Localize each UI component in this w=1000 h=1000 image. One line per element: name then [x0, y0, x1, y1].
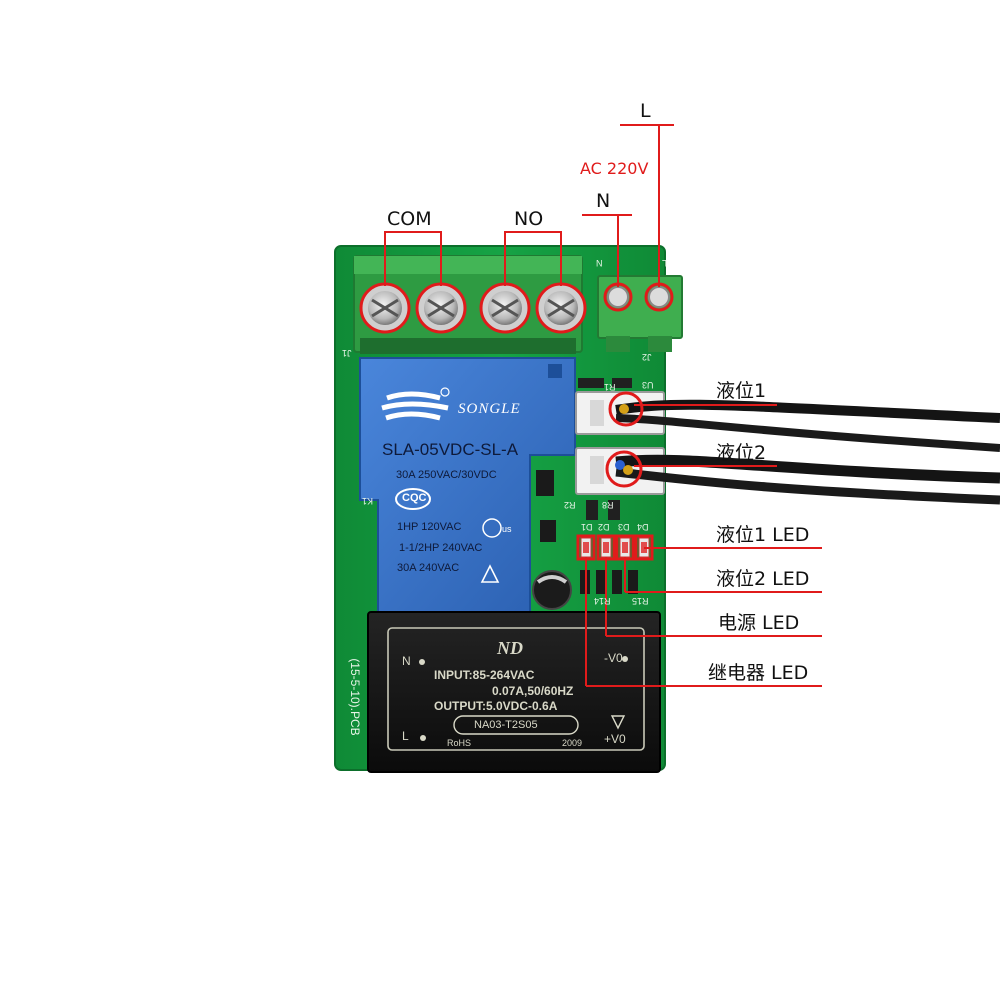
- relay-model: SLA-05VDC-SL-A: [382, 440, 519, 459]
- psu-current: 0.07A,50/60HZ: [492, 684, 574, 698]
- label-ac-voltage: AC 220V: [580, 159, 649, 178]
- psu-output: OUTPUT:5.0VDC-0.6A: [434, 699, 558, 713]
- terminal-hole-l: [648, 286, 670, 308]
- silk-r2: R2: [564, 500, 576, 510]
- relay-cert: CQC: [402, 492, 427, 504]
- silk-r1: R1: [604, 382, 616, 392]
- songle-logo-icon: [381, 387, 450, 421]
- psu-model: NA03-T2S05: [474, 719, 538, 731]
- led-d3: [619, 537, 631, 558]
- relay-line3: 30A 240VAC: [397, 562, 460, 574]
- annotation-circles: [359, 282, 674, 561]
- silk-u3: U3: [642, 380, 654, 390]
- capacitor: [532, 570, 572, 610]
- silk-k1: K1: [362, 496, 374, 506]
- label-relay-led: 继电器 LED: [708, 662, 809, 684]
- terminal-screw-1: [360, 283, 410, 333]
- silk-d4: D4: [637, 522, 649, 532]
- label-com: COM: [387, 208, 432, 230]
- psu-pin-vneg: -V0: [604, 651, 623, 665]
- screw-terminal-block: [353, 255, 586, 354]
- silk-r14: R14: [594, 596, 611, 606]
- level-connector-2: [575, 447, 1000, 505]
- terminal-screw-2: [416, 283, 466, 333]
- label-power-led: 电源 LED: [718, 612, 800, 634]
- safety-mark-icon: [610, 715, 626, 730]
- silk-r8: R8: [602, 500, 614, 510]
- led-d2: [600, 537, 612, 558]
- annotation-lines: [384, 124, 822, 687]
- silk-j2: J2: [642, 352, 652, 362]
- label-level1: 液位1: [716, 380, 767, 402]
- psu-input: INPUT:85-264VAC: [434, 668, 535, 682]
- relay-line1: 1HP 120VAC: [397, 521, 462, 533]
- silk-d1: D1: [581, 522, 593, 532]
- cqc-logo-icon: [395, 488, 431, 510]
- silk-r15: R15: [632, 596, 649, 606]
- warning-triangle-icon: [480, 564, 500, 583]
- terminal-hole-n: [607, 286, 629, 308]
- relay-line2: 1-1/2HP 240VAC: [399, 542, 483, 554]
- silk-d3: D3: [618, 522, 630, 532]
- led-d1: [580, 537, 592, 558]
- pcb-version: (15-5-10).PCB: [348, 658, 362, 736]
- silk-d2: D2: [598, 522, 610, 532]
- power-terminal: [597, 275, 683, 352]
- psu-pin-n: N: [402, 654, 411, 668]
- ul-logo-icon: [482, 518, 502, 538]
- label-level1-led: 液位1 LED: [716, 524, 810, 546]
- psu-year: 2009: [562, 738, 583, 748]
- psu-logo: ND: [497, 638, 523, 658]
- relay-brand: SONGLE: [458, 401, 521, 417]
- silk-l: L: [662, 258, 668, 268]
- label-level2: 液位2: [716, 442, 767, 464]
- silk-n: N: [596, 258, 603, 268]
- relay-ul: us: [502, 524, 512, 534]
- psu-rohs: RoHS: [447, 738, 472, 748]
- relay-rating: 30A 250VAC/30VDC: [396, 469, 497, 481]
- label-level2-led: 液位2 LED: [716, 568, 810, 590]
- label-n: N: [596, 190, 611, 212]
- psu-pin-vpos: +V0: [604, 732, 626, 746]
- psu-pin-l: L: [402, 729, 409, 743]
- label-l: L: [640, 100, 651, 122]
- label-no: NO: [514, 208, 544, 230]
- silk-j1: J1: [342, 348, 352, 358]
